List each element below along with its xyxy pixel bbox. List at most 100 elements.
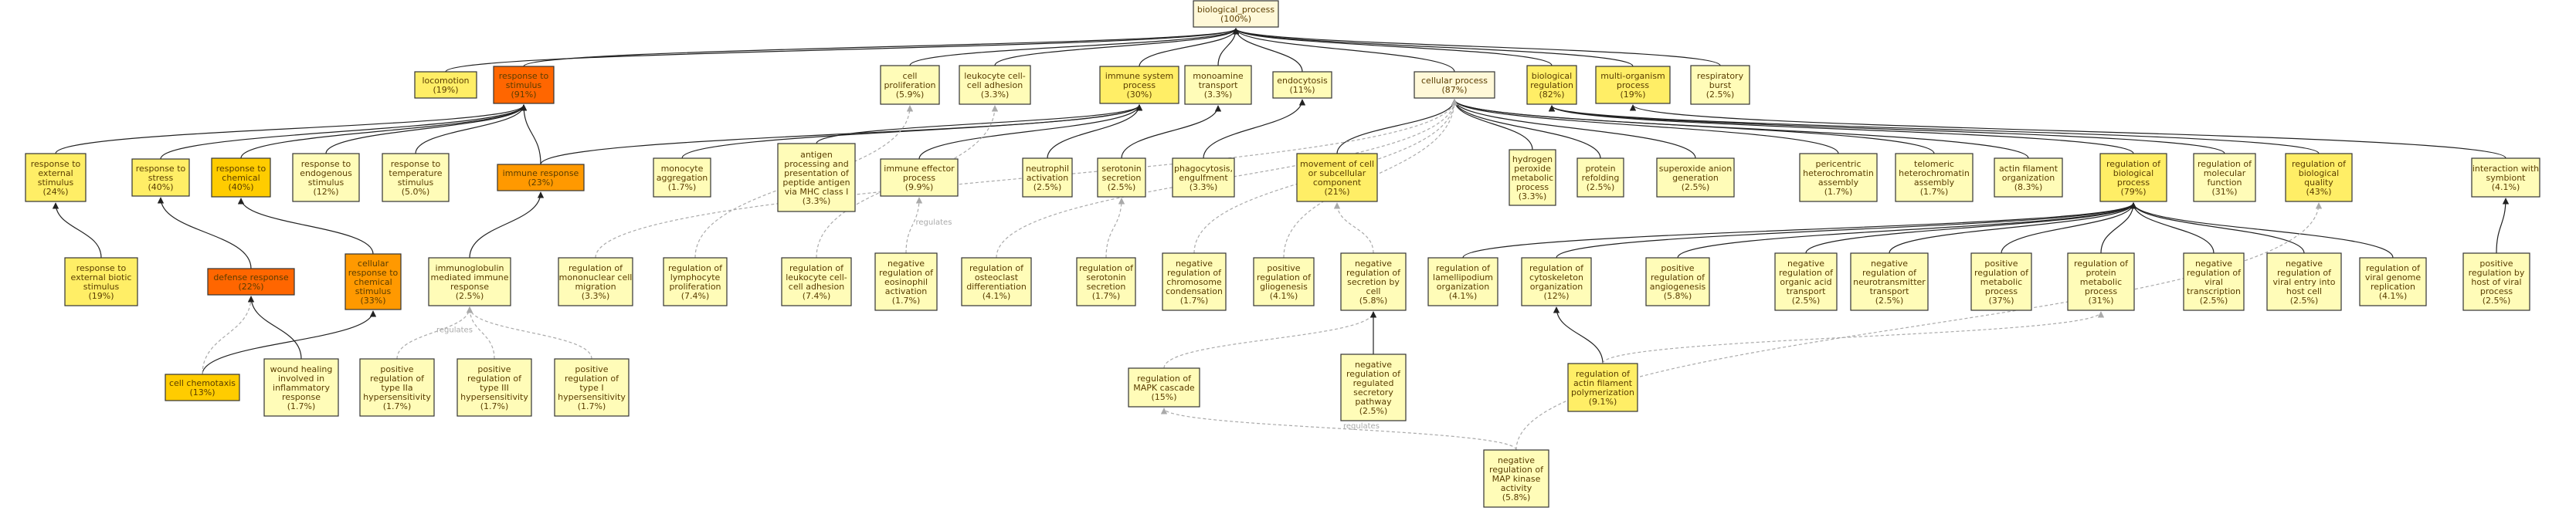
node-label-line: process	[1985, 286, 2018, 296]
go-term-node-defense[interactable]: defense response(22%)	[207, 268, 295, 296]
edge-isa	[247, 296, 302, 360]
node-box	[292, 153, 360, 202]
edge-isa	[1232, 28, 1303, 73]
node-label-line: movement of cell	[1300, 159, 1374, 169]
node-label-line: replication	[2371, 282, 2415, 292]
node-label-line: regulation of	[2074, 259, 2129, 269]
node-box	[1595, 66, 1671, 104]
go-term-node-reg-osteo[interactable]: regulation ofosteoclastdifferentiation(4…	[961, 257, 1032, 306]
node-label-line: (7.4%)	[681, 291, 710, 301]
node-label-line: negative	[1871, 259, 1908, 269]
go-term-node-immune-resp[interactable]: immune response(23%)	[497, 164, 585, 191]
node-label-line: response to	[301, 159, 351, 169]
node-label-line: regulation by	[2469, 268, 2525, 278]
node-label-line: hypersensitivity	[460, 392, 528, 402]
go-term-node-phago[interactable]: phagocytosis,engulfment(3.3%)	[1172, 157, 1235, 198]
node-box	[1340, 252, 1407, 311]
go-term-node-endocytosis[interactable]: endocytosis(11%)	[1272, 71, 1332, 99]
node-label-line: (2.5%)	[2290, 296, 2319, 306]
go-term-node-cell-chemo[interactable]: cell chemotaxis(13%)	[165, 374, 240, 401]
node-label-line: (82%)	[1539, 90, 1564, 100]
node-label-line: (23%)	[528, 178, 553, 188]
node-box	[1296, 153, 1378, 202]
node-box	[1128, 367, 1200, 408]
node-label-line: MAPK cascade	[1133, 383, 1195, 393]
go-term-node-leuk-adh[interactable]: leukocyte cell-cell adhesion(3.3%)	[959, 65, 1031, 105]
node-label-line: regulation of	[2187, 268, 2242, 278]
go-term-node-cell-proc[interactable]: cellular process(87%)	[1414, 71, 1495, 99]
node-label-line: (100%)	[1220, 14, 1251, 24]
node-label-line: quality	[2304, 178, 2333, 188]
edge-isa	[2001, 202, 2137, 254]
go-term-node-locomotion[interactable]: locomotion(19%)	[414, 71, 477, 99]
node-label-line: hydrogen	[1512, 154, 1553, 164]
node-label-line: eosinophil	[884, 277, 928, 287]
node-label-line: phagocytosis,	[1174, 164, 1233, 174]
node-label-line: leukocyte cell-	[786, 272, 847, 282]
go-term-node-reg-prot-meta[interactable]: regulation ofproteinmetabolicprocess(31%…	[2067, 252, 2135, 311]
node-label-line: (2.5%)	[1792, 296, 1821, 306]
go-term-node-reg-lamell[interactable]: regulation oflamellipodiumorganization(4…	[1427, 257, 1498, 306]
go-term-node-bp[interactable]: biological_process(100%)	[1193, 0, 1279, 28]
go-term-node-reg-cyto[interactable]: regulation ofcytoskeletonorganization(12…	[1521, 257, 1592, 306]
node-label-line: (19%)	[88, 291, 114, 301]
node-label-line: positive	[1267, 263, 1300, 273]
go-term-node-reg-lymph[interactable]: regulation oflymphocyteproliferation(7.4…	[663, 257, 728, 306]
node-label-line: immune effector	[884, 164, 955, 174]
